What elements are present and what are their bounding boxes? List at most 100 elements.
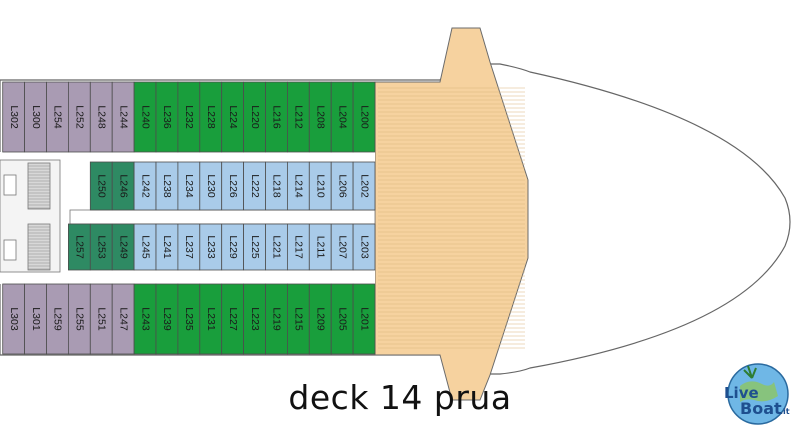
- cabin-l227: L227: [221, 283, 244, 355]
- cabin-label: L238: [161, 174, 173, 198]
- cabin-label: L233: [205, 235, 217, 259]
- cabin-l253: L253: [89, 223, 113, 271]
- cabin-l244: L244: [111, 81, 135, 153]
- cabin-box: [352, 161, 376, 211]
- cabin-label: L216: [271, 105, 283, 129]
- cabin-label: L210: [314, 174, 326, 198]
- cabin-l259: L259: [46, 283, 69, 355]
- cabin-l251: L251: [89, 283, 113, 355]
- cabin-label: L302: [8, 105, 20, 129]
- cabin-l231: L231: [199, 283, 223, 355]
- cabin-label: L252: [74, 105, 86, 129]
- logo-suffix: .it: [780, 407, 790, 416]
- cabin-label: L207: [336, 235, 348, 259]
- cabin-label: L200: [358, 105, 370, 129]
- central-walkway: [69, 209, 376, 225]
- cabin-l242: L242: [133, 161, 157, 211]
- cabin-label: L253: [95, 235, 107, 259]
- cabin-label: L201: [358, 307, 370, 331]
- cabin-l210: L210: [308, 161, 332, 211]
- cabin-label: L217: [293, 235, 305, 259]
- cabin-l207: L207: [330, 223, 354, 271]
- cabin-l217: L217: [286, 223, 310, 271]
- cabin-label: L250: [95, 174, 107, 198]
- cabin-label: L257: [74, 235, 86, 259]
- cabin-label: L236: [161, 105, 173, 129]
- cabin-label: L230: [205, 174, 217, 198]
- cabin-l212: L212: [286, 81, 310, 153]
- cabin-label: L235: [183, 307, 195, 331]
- cabin-label: L241: [161, 235, 173, 259]
- cabin-label: L202: [358, 174, 370, 198]
- cabin-l215: L215: [286, 283, 310, 355]
- cabin-l302: L302: [2, 81, 25, 153]
- logo-word-live: Live: [724, 384, 759, 402]
- logo-word-boat: Boat: [740, 399, 782, 418]
- cabin-l204: L204: [330, 81, 354, 153]
- cabin-l214: L214: [286, 161, 310, 211]
- cabin-label: L227: [227, 307, 239, 331]
- cabin-label: L301: [30, 307, 42, 331]
- cabin-l221: L221: [265, 223, 288, 271]
- cabin-l246: L246: [111, 161, 135, 211]
- cabin-label: L244: [117, 105, 129, 129]
- cabin-l241: L241: [155, 223, 179, 271]
- cabin-l206: L206: [330, 161, 354, 211]
- cabin-label: L247: [117, 307, 129, 331]
- cabin-l247: L247: [111, 283, 135, 355]
- cabin-l239: L239: [155, 283, 179, 355]
- cabin-label: L225: [249, 235, 261, 259]
- cabin-l226: L226: [221, 161, 244, 211]
- cabin-label: L300: [30, 105, 42, 129]
- cabin-l237: L237: [177, 223, 201, 271]
- cabin-box: [352, 283, 376, 355]
- cabin-label: L249: [117, 235, 129, 259]
- cabin-l228: L228: [199, 81, 223, 153]
- cabin-l255: L255: [68, 283, 91, 355]
- cabin-l234: L234: [177, 161, 201, 211]
- cabin-l235: L235: [177, 283, 201, 355]
- cabin-label: L248: [95, 105, 107, 129]
- cabin-l223: L223: [243, 283, 266, 355]
- cabin-l202: L202: [352, 161, 376, 211]
- cabin-l250: L250: [89, 161, 113, 211]
- cabin-label: L254: [52, 105, 64, 129]
- cabin-l303: L303: [2, 283, 25, 355]
- cabin-l300: L300: [24, 81, 47, 153]
- cabin-l205: L205: [330, 283, 354, 355]
- deck-planking: [378, 87, 525, 349]
- cabin-l301: L301: [24, 283, 47, 355]
- cabin-label: L231: [205, 307, 217, 331]
- cabin-label: L246: [117, 174, 129, 198]
- cabin-label: L245: [139, 235, 151, 259]
- cabin-box: [352, 81, 376, 153]
- cabin-l218: L218: [265, 161, 288, 211]
- cabin-l233: L233: [199, 223, 223, 271]
- cabin-label: L251: [95, 307, 107, 331]
- cabin-label: L224: [227, 105, 239, 129]
- bow-deck: [374, 27, 529, 401]
- cabin-l222: L222: [243, 161, 266, 211]
- cabin-label: L206: [336, 174, 348, 198]
- cabin-l208: L208: [308, 81, 332, 153]
- cabin-l230: L230: [199, 161, 223, 211]
- cabin-l243: L243: [133, 283, 157, 355]
- cabin-l224: L224: [221, 81, 244, 153]
- cabin-label: L259: [52, 307, 64, 331]
- cabin-label: L242: [139, 174, 151, 198]
- cabin-label: L243: [139, 307, 151, 331]
- cabin-label: L303: [8, 307, 20, 331]
- cabin-label: L232: [183, 105, 195, 129]
- cabin-label: L237: [183, 235, 195, 259]
- cabin-l245: L245: [133, 223, 157, 271]
- cabin-label: L234: [183, 174, 195, 198]
- cabin-label: L215: [293, 307, 305, 331]
- cabin-l229: L229: [221, 223, 244, 271]
- cabin-label: L203: [358, 235, 370, 259]
- cabin-l220: L220: [243, 81, 266, 153]
- cabin-l257: L257: [68, 223, 91, 271]
- cabin-l201: L201: [352, 283, 376, 355]
- cabin-label: L212: [293, 105, 305, 129]
- cabin-label: L221: [271, 235, 283, 259]
